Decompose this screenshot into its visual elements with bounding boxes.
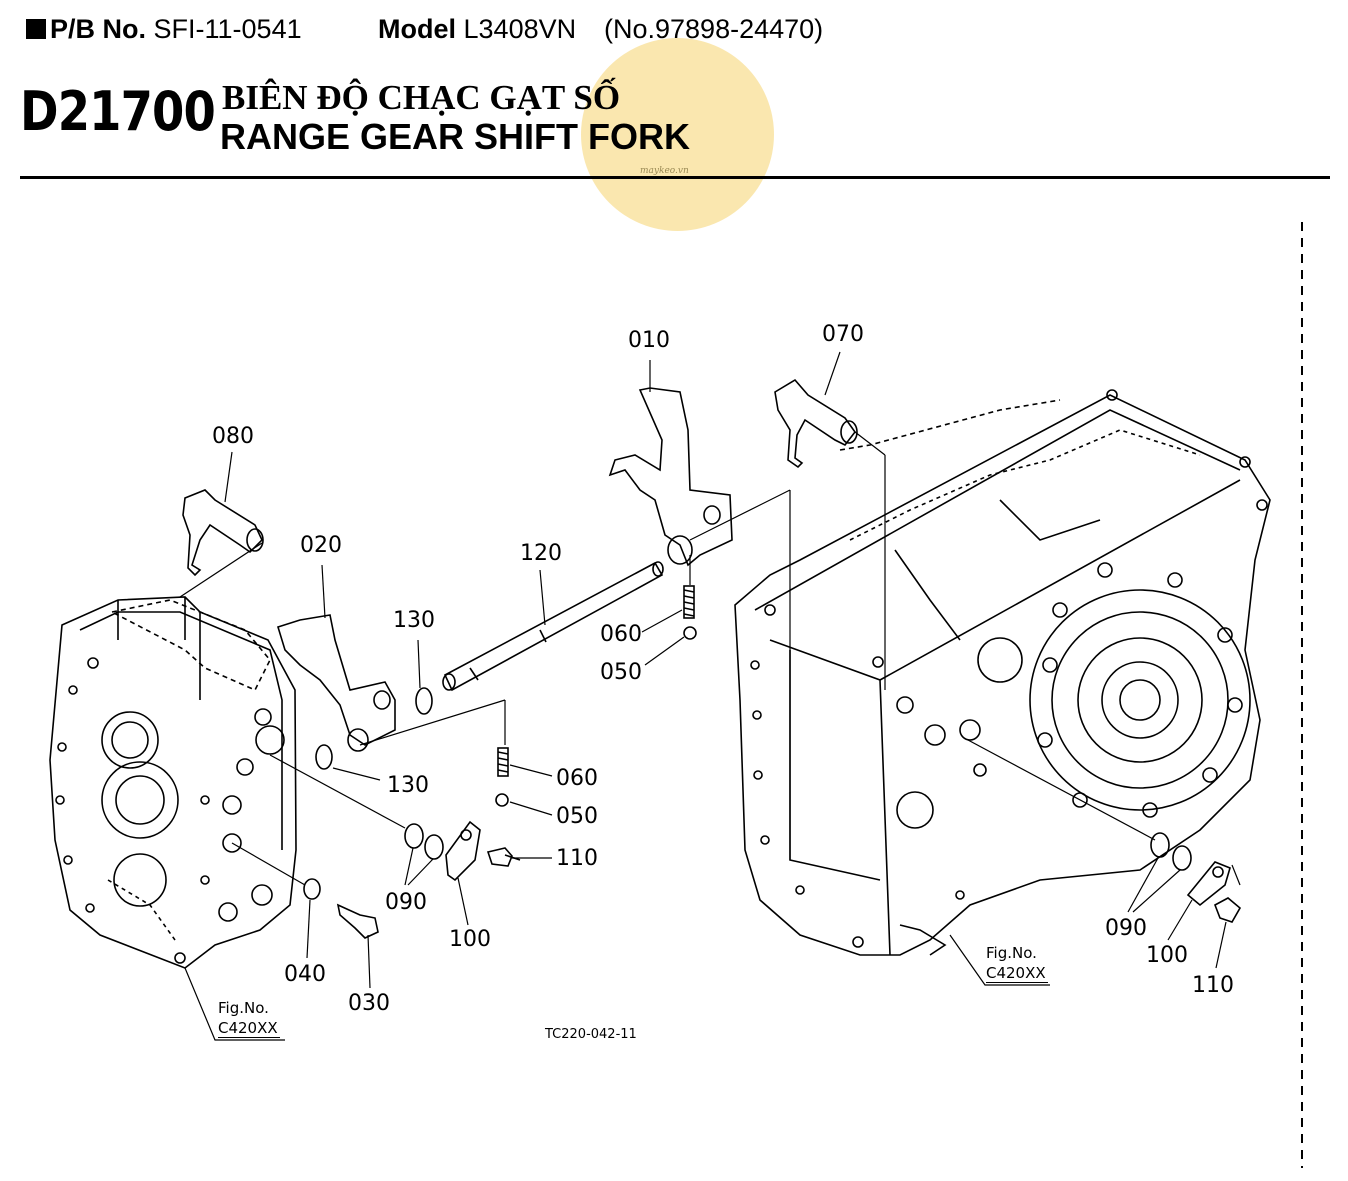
part-label-020[interactable]: 020 (300, 533, 342, 558)
plate-100-right (1186, 861, 1231, 907)
right-transmission-case (734, 389, 1271, 956)
part-label-120[interactable]: 120 (520, 541, 562, 566)
part-label-100-right[interactable]: 100 (1146, 943, 1188, 968)
part-label-050-upper[interactable]: 050 (600, 660, 642, 685)
part-label-050-lower[interactable]: 050 (556, 804, 598, 829)
shift-fork-020 (277, 614, 396, 752)
shift-fork-010 (608, 387, 733, 567)
bolt-110-left (486, 847, 521, 867)
fig-ref-bracket-left (184, 967, 285, 1041)
section-code: D21700 (20, 80, 216, 143)
part-label-130-upper[interactable]: 130 (393, 608, 435, 633)
fig-ref-bracket-right (949, 934, 1050, 986)
serial-number: (No.97898-24470) (604, 14, 824, 44)
part-label-060-upper[interactable]: 060 (600, 622, 642, 647)
fig-ref-right[interactable]: Fig.No. C420XX (986, 944, 1048, 983)
header-divider (20, 176, 1330, 179)
circlip-130-lower (315, 744, 333, 770)
ball-050-lower (495, 793, 509, 807)
model-info: Model L3408VN (378, 14, 577, 44)
watermark-text: maykeo.vn (640, 166, 689, 176)
o-ring-090-left-b (424, 834, 444, 860)
part-label-030[interactable]: 030 (348, 991, 390, 1016)
shift-arm-080 (182, 489, 264, 577)
part-label-100-left[interactable]: 100 (449, 927, 491, 952)
part-label-110-right[interactable]: 110 (1192, 973, 1234, 998)
part-label-060-lower[interactable]: 060 (556, 766, 598, 791)
plate-100-left (445, 820, 481, 882)
section-title-en: RANGE GEAR SHIFT FORK (220, 116, 691, 157)
part-label-090-left[interactable]: 090 (385, 890, 427, 915)
leader-lines (179, 351, 1241, 989)
part-label-010[interactable]: 010 (628, 328, 670, 353)
spring-060-upper (683, 585, 695, 619)
spring-060-lower (497, 747, 509, 777)
part-label-040[interactable]: 040 (284, 962, 326, 987)
part-label-090-right[interactable]: 090 (1105, 916, 1147, 941)
part-label-130-lower[interactable]: 130 (387, 773, 429, 798)
washer-040 (303, 878, 321, 900)
section-title-vi: BIÊN ĐỘ CHẠC GẠT SỐ (222, 78, 621, 117)
pb-number: P/B No. SFI-11-0541 (26, 14, 302, 45)
square-bullet-icon (26, 19, 46, 39)
bolt-030 (336, 903, 379, 939)
o-ring-090-right-a (1150, 832, 1170, 858)
fig-ref-left[interactable]: Fig.No. C420XX (218, 999, 280, 1038)
part-label-080[interactable]: 080 (212, 424, 254, 449)
o-ring-090-left-a (404, 823, 424, 849)
o-ring-090-right-b (1172, 845, 1192, 871)
drawing-reference: TC220-042-11 (545, 1027, 637, 1042)
watermark-logo-icon (581, 38, 774, 231)
bolt-110-right (1214, 897, 1242, 923)
left-transmission-case (49, 596, 297, 969)
ball-050-upper (683, 626, 697, 640)
shift-arm-070 (774, 378, 858, 469)
part-label-070[interactable]: 070 (822, 322, 864, 347)
part-label-110-left[interactable]: 110 (556, 846, 598, 871)
circlip-130-upper (415, 687, 433, 715)
shift-rod-120 (442, 561, 664, 692)
